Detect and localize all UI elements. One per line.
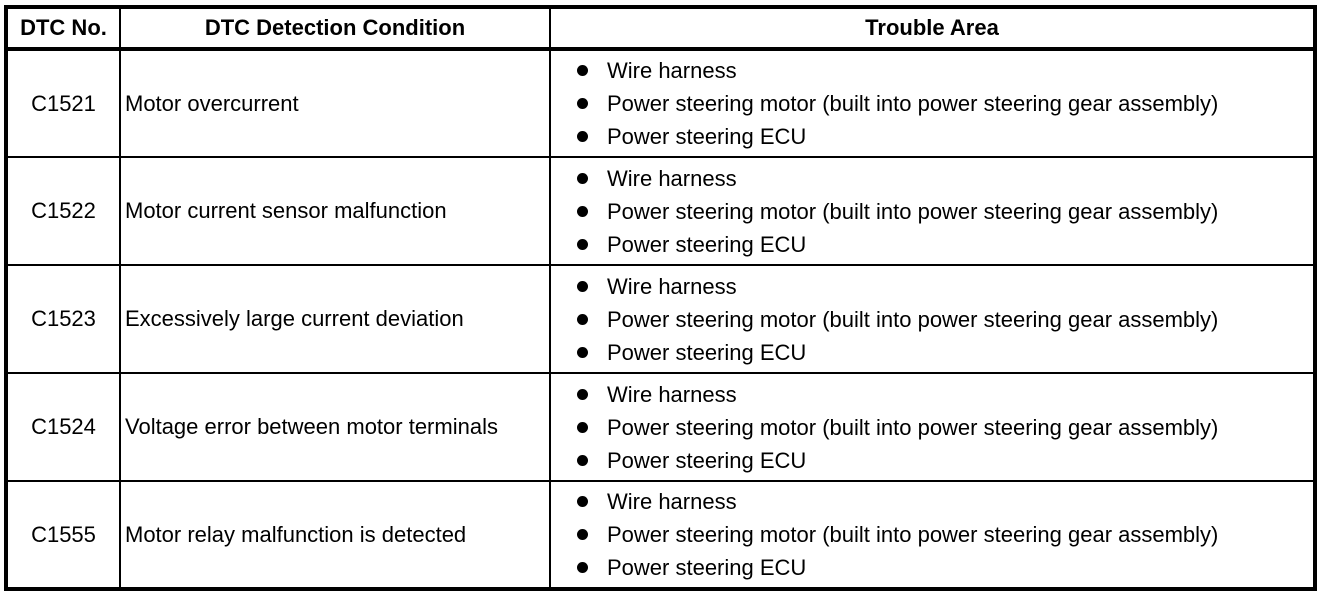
trouble-area-text: Wire harness xyxy=(607,381,737,407)
header-dtc-no: DTC No. xyxy=(5,6,121,51)
table-row: C1555 Motor relay malfunction is detecte… xyxy=(5,480,1316,590)
trouble-area-item: Power steering ECU xyxy=(575,444,1313,477)
trouble-area-item: Power steering ECU xyxy=(575,120,1313,153)
bullet-icon xyxy=(577,388,588,400)
dtc-code: C1523 xyxy=(5,264,121,374)
trouble-area-cell: Wire harness Power steering motor (built… xyxy=(549,264,1316,374)
trouble-area-item: Power steering ECU xyxy=(575,228,1313,261)
detection-condition: Excessively large current deviation xyxy=(119,264,551,374)
trouble-area-cell: Wire harness Power steering motor (built… xyxy=(549,48,1316,158)
trouble-area-item: Power steering motor (built into power s… xyxy=(575,87,1313,120)
trouble-area-list: Wire harness Power steering motor (built… xyxy=(575,54,1313,153)
trouble-area-item: Power steering motor (built into power s… xyxy=(575,411,1313,444)
trouble-area-cell: Wire harness Power steering motor (built… xyxy=(549,156,1316,266)
trouble-area-text: Wire harness xyxy=(607,58,737,83)
trouble-area-text: Power steering ECU xyxy=(607,339,807,365)
bullet-icon xyxy=(577,562,588,573)
table-row: C1523 Excessively large current deviatio… xyxy=(5,264,1316,374)
trouble-area-text: Power steering motor (built into power s… xyxy=(607,198,1219,224)
trouble-area-item: Power steering motor (built into power s… xyxy=(575,518,1313,551)
trouble-area-cell: Wire harness Power steering motor (built… xyxy=(549,372,1316,482)
trouble-area-item: Wire harness xyxy=(575,485,1313,518)
table-row: C1524 Voltage error between motor termin… xyxy=(5,372,1316,482)
detection-condition: Motor current sensor malfunction xyxy=(119,156,551,266)
bullet-icon xyxy=(577,346,588,358)
trouble-area-list: Wire harness Power steering motor (built… xyxy=(575,162,1313,261)
trouble-area-item: Power steering ECU xyxy=(575,336,1313,369)
bullet-icon xyxy=(577,65,588,76)
bullet-icon xyxy=(577,172,588,184)
bullet-icon xyxy=(577,131,588,142)
table-body: C1521 Motor overcurrent Wire harness Pow… xyxy=(5,48,1316,590)
trouble-area-item: Wire harness xyxy=(575,162,1313,195)
trouble-area-text: Power steering ECU xyxy=(607,124,807,149)
bullet-icon xyxy=(577,205,588,217)
trouble-area-item: Power steering ECU xyxy=(575,551,1313,584)
trouble-area-item: Power steering motor (built into power s… xyxy=(575,195,1313,228)
trouble-area-text: Power steering motor (built into power s… xyxy=(607,306,1219,332)
dtc-code: C1555 xyxy=(5,480,121,590)
detection-condition: Motor relay malfunction is detected xyxy=(119,480,551,590)
dtc-table: DTC No. DTC Detection Condition Trouble … xyxy=(4,5,1317,591)
trouble-area-text: Power steering ECU xyxy=(607,447,807,473)
trouble-area-cell: Wire harness Power steering motor (built… xyxy=(549,480,1316,590)
trouble-area-item: Wire harness xyxy=(575,270,1313,303)
trouble-area-item: Wire harness xyxy=(575,54,1313,87)
bullet-icon xyxy=(577,529,588,540)
header-condition: DTC Detection Condition xyxy=(119,6,551,51)
trouble-area-list: Wire harness Power steering motor (built… xyxy=(575,270,1313,369)
bullet-icon xyxy=(577,280,588,292)
trouble-area-text: Wire harness xyxy=(607,165,737,191)
trouble-area-text: Power steering motor (built into power s… xyxy=(607,414,1219,440)
detection-condition: Voltage error between motor terminals xyxy=(119,372,551,482)
header-trouble-area: Trouble Area xyxy=(549,6,1316,51)
trouble-area-item: Power steering motor (built into power s… xyxy=(575,303,1313,336)
bullet-icon xyxy=(577,496,588,507)
trouble-area-text: Wire harness xyxy=(607,273,737,299)
trouble-area-text: Power steering ECU xyxy=(607,231,807,257)
trouble-area-text: Wire harness xyxy=(607,489,737,514)
dtc-code: C1524 xyxy=(5,372,121,482)
dtc-code: C1522 xyxy=(5,156,121,266)
bullet-icon xyxy=(577,421,588,433)
header-row: DTC No. DTC Detection Condition Trouble … xyxy=(5,6,1316,51)
table-header: DTC No. DTC Detection Condition Trouble … xyxy=(5,6,1316,51)
dtc-code: C1521 xyxy=(5,48,121,158)
trouble-area-text: Power steering motor (built into power s… xyxy=(607,91,1219,116)
table-row: C1522 Motor current sensor malfunction W… xyxy=(5,156,1316,266)
bullet-icon xyxy=(577,313,588,325)
bullet-icon xyxy=(577,454,588,466)
table-row: C1521 Motor overcurrent Wire harness Pow… xyxy=(5,48,1316,158)
trouble-area-text: Power steering motor (built into power s… xyxy=(607,522,1219,547)
trouble-area-text: Power steering ECU xyxy=(607,555,807,580)
trouble-area-item: Wire harness xyxy=(575,378,1313,411)
trouble-area-list: Wire harness Power steering motor (built… xyxy=(575,485,1313,584)
trouble-area-list: Wire harness Power steering motor (built… xyxy=(575,378,1313,477)
detection-condition: Motor overcurrent xyxy=(119,48,551,158)
bullet-icon xyxy=(577,98,588,109)
bullet-icon xyxy=(577,238,588,250)
